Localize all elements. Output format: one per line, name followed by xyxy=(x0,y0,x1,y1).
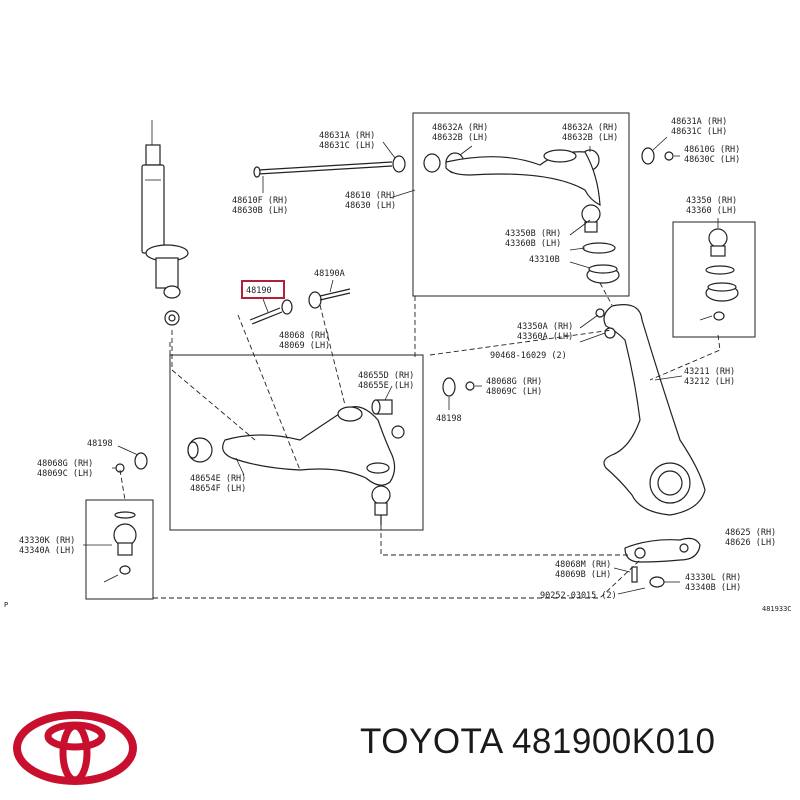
lower-arm-box xyxy=(169,354,424,531)
label-43350-rh: 43350 (RH) xyxy=(686,196,737,206)
label-43350B-rh: 43350B (RH) xyxy=(505,229,561,239)
label-43360-lh: 43360 (LH) xyxy=(686,206,737,216)
label-43350A-rh: 43350A (RH) xyxy=(517,322,573,332)
label-48654F-lh: 48654F (LH) xyxy=(190,484,246,494)
lower-ball-joint xyxy=(371,485,391,525)
label-48655D-rh: 48655D (RH) xyxy=(358,371,414,381)
cam-bolt-48190A xyxy=(308,288,351,309)
label-48068G-rh-right: 48068G (RH) xyxy=(486,377,542,387)
label-48198-left: 48198 xyxy=(87,439,113,449)
upper-arm-shaft xyxy=(253,155,406,178)
part-labels: 48631A (RH) 48631C (LH) 48610F (RH) 4863… xyxy=(4,117,792,613)
label-90468-16029: 90468-16029 (2) xyxy=(490,351,567,361)
label-48068G-rh-left: 48068G (RH) xyxy=(37,459,93,469)
upper-ball-joint xyxy=(699,228,739,321)
label-48069B-lh: 48069B (LH) xyxy=(555,570,611,580)
label-48610-rh: 48610 (RH) xyxy=(345,191,396,201)
footer: TOYOTA 481900K010 xyxy=(0,690,800,800)
label-48198-right: 48198 xyxy=(436,414,462,424)
lower-arm-bushing xyxy=(371,399,393,415)
assembly-dashes xyxy=(119,282,721,599)
label-43360A-lh: 43360A (LH) xyxy=(517,332,573,342)
upper-control-arm xyxy=(423,149,620,284)
cam-bolt-48190 xyxy=(249,299,293,325)
label-48654E-rh: 48654E (RH) xyxy=(190,474,246,484)
label-48069C-lh-left: 48069C (LH) xyxy=(37,469,93,479)
label-48610F-rh: 48610F (RH) xyxy=(232,196,288,206)
part-48190-highlight xyxy=(241,280,285,299)
label-48069-lh: 48069 (LH) xyxy=(279,341,330,351)
label-48630B-lh: 48630B (LH) xyxy=(232,206,288,216)
label-48631C-lh: 48631C (LH) xyxy=(319,141,375,151)
label-48190A: 48190A xyxy=(314,269,345,279)
stabilizer-bracket xyxy=(624,537,701,588)
label-48069C-lh-right: 48069C (LH) xyxy=(486,387,542,397)
label-ref-code: 481933C xyxy=(762,605,792,613)
toyota-logo-icon xyxy=(13,711,137,785)
label-48632A-rh-right: 48632A (RH) xyxy=(562,123,618,133)
parts-diagram: 48631A (RH) 48631C (LH) 48610F (RH) 4863… xyxy=(4,112,792,613)
upper-ball-joint-box xyxy=(672,221,756,338)
label-48068M-rh: 48068M (RH) xyxy=(555,560,611,570)
label-48632B-lh-right: 48632B (LH) xyxy=(562,133,618,143)
label-48068-rh: 48068 (RH) xyxy=(279,331,330,341)
lower-arm-washer-left xyxy=(115,452,148,473)
label-90252-03015: 90252-03015 (2) xyxy=(540,591,617,601)
label-43330K-rh: 43330K (RH) xyxy=(19,536,75,546)
label-43340B-lh: 43340B (LH) xyxy=(685,583,741,593)
label-48626-lh: 48626 (LH) xyxy=(725,538,776,548)
label-48630-lh: 48630 (LH) xyxy=(345,201,396,211)
label-page-marker: P xyxy=(4,601,8,609)
label-48631A-rh: 48631A (RH) xyxy=(319,131,375,141)
label-43211-rh: 43211 (RH) xyxy=(684,367,735,377)
label-48631A-rh-right: 48631A (RH) xyxy=(671,117,727,127)
label-43330L-rh: 43330L (RH) xyxy=(685,573,741,583)
lower-ball-joint-box xyxy=(85,499,154,600)
label-48610G-rh: 48610G (RH) xyxy=(684,145,740,155)
label-43360B-lh: 43360B (LH) xyxy=(505,239,561,249)
lower-control-arm xyxy=(187,406,396,486)
label-48631C-lh-right: 48631C (LH) xyxy=(671,127,727,137)
upper-arm-bushing-right xyxy=(641,147,674,165)
label-43310B: 43310B xyxy=(529,255,560,265)
label-48632B-lh-left: 48632B (LH) xyxy=(432,133,488,143)
label-48632A-rh-left: 48632A (RH) xyxy=(432,123,488,133)
lower-arm-washer-right xyxy=(391,377,475,439)
upper-arm-box xyxy=(412,112,630,297)
label-43212-lh: 43212 (LH) xyxy=(684,377,735,387)
brand-part-number: TOYOTA 481900K010 xyxy=(360,722,716,761)
shock-absorber xyxy=(141,120,189,326)
label-48655E-lh: 48655E (LH) xyxy=(358,381,414,391)
steering-knuckle xyxy=(595,304,706,516)
label-48630C-lh: 48630C (LH) xyxy=(684,155,740,165)
label-48625-rh: 48625 (RH) xyxy=(725,528,776,538)
lower-ball-joint-left xyxy=(103,511,137,583)
label-48190: 48190 xyxy=(246,286,272,296)
label-43340A-lh: 43340A (LH) xyxy=(19,546,75,556)
